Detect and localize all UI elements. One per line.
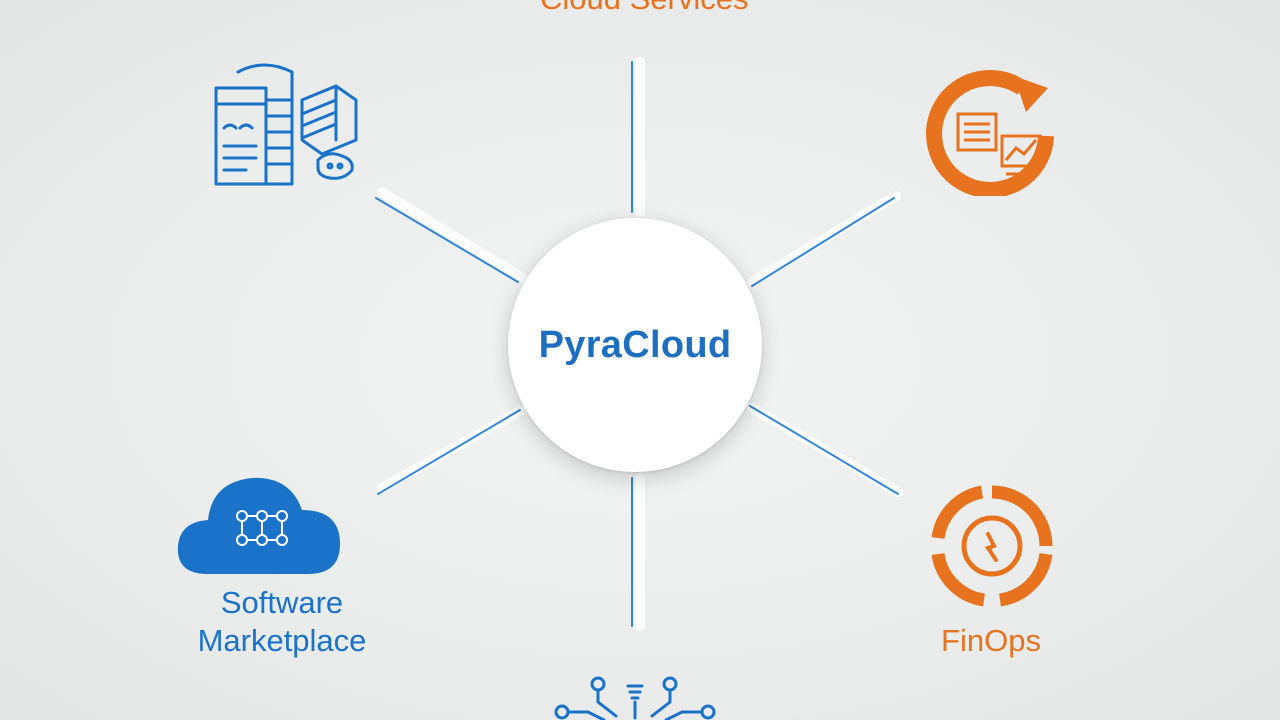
spoke-top-left — [375, 197, 519, 283]
cycle-report-icon[interactable] — [926, 66, 1056, 196]
spoke-bottom-left — [377, 409, 521, 495]
data-center-servers-icon[interactable] — [206, 60, 366, 190]
node-label-finops[interactable]: FinOps — [941, 623, 1041, 658]
finops-target-icon[interactable] — [930, 484, 1054, 608]
node-label-software-marketplace[interactable]: Software Marketplace — [197, 585, 367, 658]
spoke-top-right — [751, 197, 895, 287]
network-circuit-icon[interactable] — [550, 672, 720, 720]
cloud-network-icon[interactable] — [172, 462, 348, 580]
hub-circle[interactable]: PyraCloud — [508, 218, 762, 472]
node-label-cloud-services[interactable]: Cloud Services — [540, 0, 748, 18]
hub-label: PyraCloud — [538, 323, 732, 366]
spoke-bottom-right — [749, 405, 899, 495]
